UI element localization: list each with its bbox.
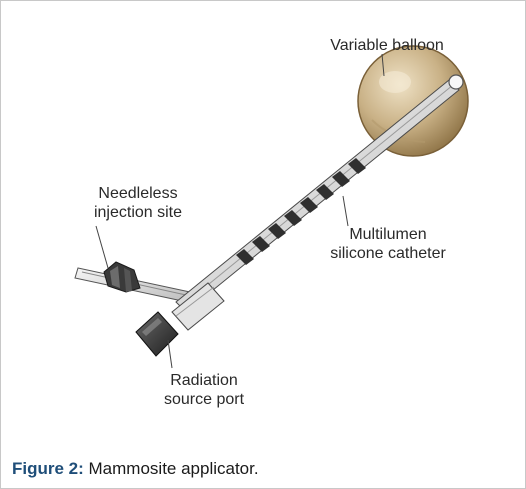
label-radiation-line1: Radiation xyxy=(170,372,238,389)
label-variable-balloon-text: Variable balloon xyxy=(330,37,444,54)
catheter-tip xyxy=(448,74,464,90)
label-radiation-line2: source port xyxy=(163,391,245,408)
label-multilumen-catheter: Multilumen silicone catheter xyxy=(308,225,468,263)
label-needleless-line1: Needleless xyxy=(98,185,178,202)
radiation-leader-line xyxy=(167,339,173,369)
figure-caption-label: Figure 2: xyxy=(12,459,84,478)
variable-balloon xyxy=(357,45,469,157)
catheter-hub xyxy=(171,282,225,331)
label-needleless-injection-site: Needleless injection site xyxy=(76,184,200,222)
label-multilumen-line2: silicone catheter xyxy=(330,245,446,262)
multilumen-leader-line xyxy=(342,195,349,227)
multilumen-catheter xyxy=(175,79,460,313)
figure-caption-text: Mammosite applicator. xyxy=(83,459,259,478)
label-multilumen-line1: Multilumen xyxy=(349,226,427,243)
label-needleless-line2: injection site xyxy=(93,204,183,221)
figure-caption: Figure 2: Mammosite applicator. xyxy=(12,459,259,479)
mammosite-diagram xyxy=(74,45,469,369)
label-radiation-source-port: Radiation source port xyxy=(146,371,262,409)
radiation-source-port xyxy=(135,311,179,357)
needleless-injection-site xyxy=(103,261,141,293)
balloon-leader-line xyxy=(381,53,385,77)
label-variable-balloon: Variable balloon xyxy=(312,36,462,55)
needleless-leader-line xyxy=(95,225,109,269)
